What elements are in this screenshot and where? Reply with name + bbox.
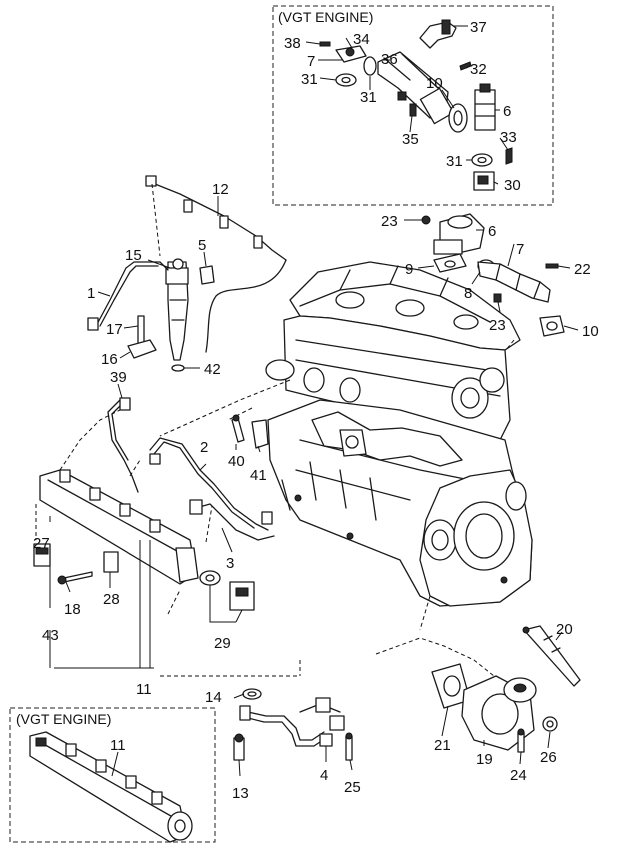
vgt-box-bottom-title: (VGT ENGINE): [16, 711, 111, 727]
label-31-bottom: 31: [446, 153, 463, 170]
label-11-vgt: 11: [110, 737, 126, 754]
label-20: 20: [556, 621, 573, 638]
label-31-mid: 31: [360, 89, 377, 106]
label-8: 8: [464, 285, 472, 302]
label-6-top: 6: [503, 103, 511, 120]
thermostat-assembly: [375, 595, 581, 753]
label-11-main: 11: [136, 681, 152, 698]
fuel-rail-assembly: [33, 397, 275, 611]
vgt-box-top-title: (VGT ENGINE): [278, 9, 373, 25]
label-22: 22: [574, 261, 591, 278]
label-28: 28: [103, 591, 120, 608]
label-13: 13: [232, 785, 249, 802]
label-4: 4: [320, 767, 328, 784]
injector-assembly: [87, 175, 287, 372]
leaders-top-box: [305, 25, 509, 185]
label-41: 41: [250, 467, 267, 484]
label-33: 33: [500, 129, 517, 146]
label-21: 21: [434, 737, 451, 754]
label-14: 14: [205, 689, 222, 706]
vgt-engine-box-bottom: (VGT ENGINE): [9, 707, 216, 843]
vgt-engine-box-top: (VGT ENGINE): [272, 5, 554, 206]
label-23-top: 23: [381, 213, 398, 230]
label-24: 24: [510, 767, 527, 784]
engine-block: [265, 261, 533, 607]
label-34: 34: [353, 31, 370, 48]
label-32: 32: [470, 61, 487, 78]
label-42: 42: [204, 361, 221, 378]
label-15: 15: [125, 247, 142, 264]
label-3: 3: [226, 555, 234, 572]
label-38: 38: [284, 35, 301, 52]
return-hose-assembly: [160, 660, 353, 761]
label-29: 29: [214, 635, 231, 652]
label-12: 12: [212, 181, 229, 198]
label-27: 27: [33, 535, 50, 552]
label-31-left: 31: [301, 71, 318, 88]
label-19: 19: [476, 751, 493, 768]
leaders-fuel: [35, 379, 291, 669]
label-7-top: 7: [307, 53, 315, 70]
egr-valve-assembly: [421, 213, 565, 337]
label-2: 2: [200, 439, 208, 456]
label-7-mid: 7: [516, 241, 524, 258]
label-16: 16: [101, 351, 118, 368]
label-26: 26: [540, 749, 557, 766]
label-1: 1: [87, 285, 95, 302]
label-17: 17: [106, 321, 123, 338]
leaders-thermostat: [441, 631, 563, 765]
label-10-top: 10: [426, 75, 443, 92]
label-23-bottom: 23: [489, 317, 506, 334]
label-9: 9: [405, 261, 413, 278]
label-37: 37: [470, 19, 487, 36]
label-25: 25: [344, 779, 361, 796]
vgt-egr-pipe-assembly: [319, 19, 513, 191]
label-35: 35: [402, 131, 419, 148]
leaders-egr: [404, 219, 579, 351]
label-43: 43: [42, 627, 59, 644]
leaders-injector: [97, 183, 219, 369]
label-6-mid: 6: [488, 223, 496, 240]
label-36: 36: [381, 51, 398, 68]
label-30: 30: [504, 177, 521, 194]
label-39: 39: [110, 369, 127, 386]
label-40: 40: [228, 453, 245, 470]
label-5: 5: [198, 237, 206, 254]
leaders-return-hose: [233, 693, 353, 777]
label-10-mid: 10: [582, 323, 599, 340]
label-18: 18: [64, 601, 81, 618]
